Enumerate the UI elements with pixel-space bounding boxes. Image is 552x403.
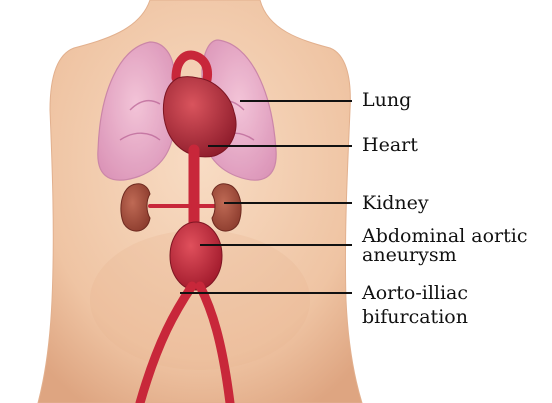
label-heart: Heart (362, 136, 418, 155)
label-bifurcation-line2: bifurcation (362, 308, 468, 327)
label-bifurcation-line1: Aorto-illiac (362, 284, 468, 303)
right-kidney (212, 184, 241, 231)
left-kidney (121, 184, 150, 231)
label-kidney: Kidney (362, 194, 429, 213)
label-aneurysm-line2: aneurysm (362, 246, 457, 265)
aneurysm-bulge (170, 222, 222, 290)
label-lung: Lung (362, 91, 411, 110)
